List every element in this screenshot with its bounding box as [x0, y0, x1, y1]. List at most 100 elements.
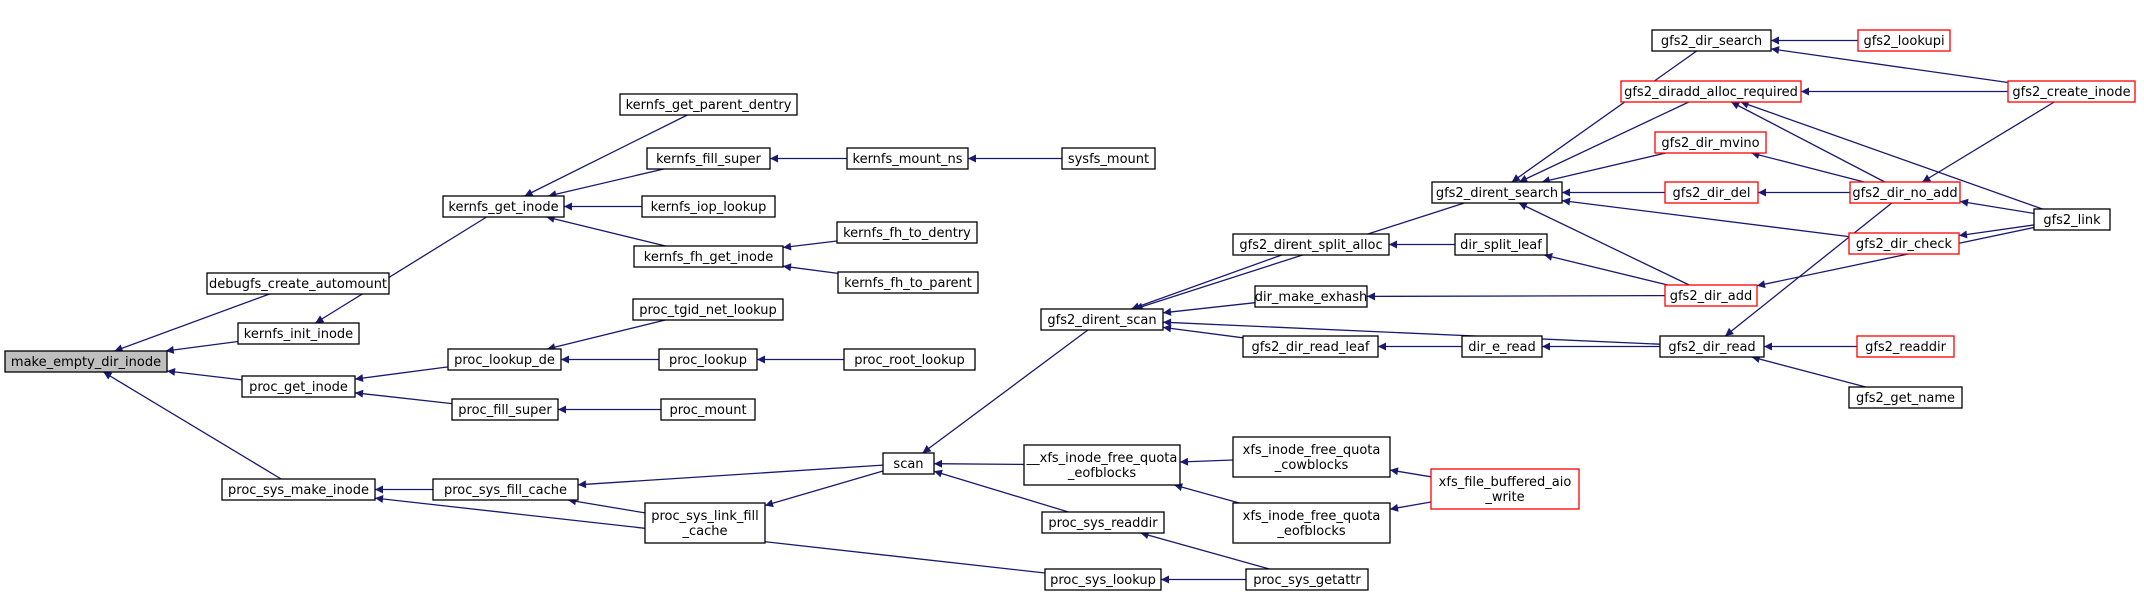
- edge-proc-sys-make-inode-to-make-empty-dir-inode: [103, 371, 282, 480]
- node-box: [2033, 208, 2111, 231]
- node-gfs2-dir-add[interactable]: gfs2_dir_add: [1664, 284, 1758, 307]
- edge-gfs2-dir-mvino-to-gfs2-dirent-search: [1541, 152, 1666, 185]
- node-xfs-inode-free-quota-cowblocks[interactable]: xfs_inode_free_quota_cowblocks: [1232, 436, 1391, 478]
- node-gfs2-dir-read-leaf[interactable]: gfs2_dir_read_leaf: [1242, 335, 1379, 358]
- node-kernfs-mount-ns[interactable]: kernfs_mount_ns: [846, 147, 969, 170]
- node-box: [1651, 29, 1772, 52]
- node-gfs2-dirent-split-alloc[interactable]: gfs2_dirent_split_alloc: [1232, 233, 1390, 256]
- node-box: [1254, 285, 1368, 308]
- node-sysfs-mount[interactable]: sysfs_mount: [1061, 147, 1156, 170]
- node-box: [1848, 232, 1960, 255]
- edge-gfs2-dir-no-add-to-gfs2-dir-read: [1724, 202, 1893, 337]
- node-dir-make-exhash[interactable]: dir_make_exhash: [1254, 285, 1368, 308]
- node-proc-sys-readdir[interactable]: proc_sys_readdir: [1041, 511, 1165, 534]
- node-dir-split-leaf[interactable]: dir_split_leaf: [1454, 233, 1548, 256]
- node-proc-sys-getattr[interactable]: proc_sys_getattr: [1245, 568, 1369, 591]
- node-gfs2-dirent-scan[interactable]: gfs2_dirent_scan: [1040, 308, 1164, 331]
- node-label: gfs2_dirent_scan: [1047, 313, 1156, 328]
- node-gfs2-get-name[interactable]: gfs2_get_name: [1848, 386, 1963, 409]
- node-make-empty-dir-inode[interactable]: make_empty_dir_inode: [4, 350, 168, 373]
- node-proc-lookup-de[interactable]: proc_lookup_de: [447, 348, 562, 371]
- node-box: [1242, 335, 1379, 358]
- edge-gfs2-create-inode-to-gfs2-dir-no-add: [1921, 101, 2055, 183]
- node-xfs-file-buffered-aio-write[interactable]: xfs_file_buffered_aio_write: [1430, 468, 1580, 510]
- node-proc-sys-fill-cache[interactable]: proc_sys_fill_cache: [432, 478, 579, 501]
- node-label: proc_sys_fill_cache: [444, 483, 567, 498]
- node-box: [843, 348, 976, 371]
- node-proc-fill-super[interactable]: proc_fill_super: [451, 398, 559, 421]
- node-label: gfs2_dir_search: [1661, 34, 1762, 49]
- node-box: [1664, 181, 1759, 204]
- edge-gfs2-dir-read-leaf-to-gfs2-dirent-scan: [1162, 324, 1244, 339]
- node-gfs2-dir-read[interactable]: gfs2_dir_read: [1659, 335, 1765, 358]
- node-label: gfs2_lookupi: [1863, 34, 1944, 49]
- node-proc-lookup[interactable]: proc_lookup: [658, 348, 758, 371]
- edge-proc-tgid-net-lookup-to-proc-lookup-de: [547, 319, 666, 351]
- node-box: [2007, 80, 2136, 103]
- node-proc-root-lookup[interactable]: proc_root_lookup: [843, 348, 976, 371]
- node-proc-tgid-net-lookup[interactable]: proc_tgid_net_lookup: [632, 298, 784, 321]
- node-kernfs-fh-to-parent[interactable]: kernfs_fh_to_parent: [837, 271, 979, 294]
- node-label: gfs2_link: [2043, 213, 2101, 228]
- node-box: [619, 93, 798, 116]
- node-label: kernfs_iop_lookup: [651, 200, 767, 215]
- node-kernfs-init-inode[interactable]: kernfs_init_inode: [237, 322, 360, 345]
- edge-proc-sys-link-fill-cache-to-proc-sys-fill-cache: [567, 497, 646, 514]
- edge-proc-fill-super-to-proc-get-inode: [354, 389, 453, 405]
- edge-kernfs-init-inode-to-make-empty-dir-inode: [165, 340, 239, 354]
- node-box: [1245, 568, 1369, 591]
- node-kernfs-fh-to-dentry[interactable]: kernfs_fh_to_dentry: [836, 221, 978, 244]
- node-gfs2-create-inode[interactable]: gfs2_create_inode: [2007, 80, 2136, 103]
- node-gfs2-dir-search[interactable]: gfs2_dir_search: [1651, 29, 1772, 52]
- node-label: gfs2_readdir: [1865, 340, 1947, 355]
- node-label: make_empty_dir_inode: [11, 355, 161, 370]
- node-gfs2-dir-del[interactable]: gfs2_dir_del: [1664, 181, 1759, 204]
- node-kernfs-fh-get-inode[interactable]: kernfs_fh_get_inode: [633, 245, 784, 268]
- node-dir-e-read[interactable]: dir_e_read: [1461, 335, 1543, 358]
- node-box: [451, 398, 559, 421]
- node-kernfs-iop-lookup[interactable]: kernfs_iop_lookup: [641, 195, 776, 218]
- node-box: [1431, 181, 1563, 204]
- node-kernfs-get-parent-dentry[interactable]: kernfs_get_parent_dentry: [619, 93, 798, 116]
- edge-kernfs-get-inode-to-kernfs-init-inode: [315, 216, 487, 324]
- node-scan[interactable]: scan: [882, 452, 935, 475]
- node-gfs2-diradd-alloc-required[interactable]: gfs2_diradd_alloc_required: [1620, 80, 1802, 103]
- node-label: proc_sys_link_fill: [651, 509, 759, 524]
- node-gfs2-dir-check[interactable]: gfs2_dir_check: [1848, 232, 1960, 255]
- node-xfs-inode-free-quota-eofblocks-1[interactable]: __xfs_inode_free_quota_eofblocks: [1023, 444, 1181, 486]
- node-gfs2-dirent-search[interactable]: gfs2_dirent_search: [1431, 181, 1563, 204]
- node-box: [1848, 386, 1963, 409]
- node-proc-sys-make-inode[interactable]: proc_sys_make_inode: [221, 478, 376, 501]
- node-gfs2-link[interactable]: gfs2_link: [2033, 208, 2111, 231]
- node-box: [1856, 335, 1955, 358]
- edge-gfs2-dir-search-to-gfs2-dirent-search: [1511, 50, 1698, 183]
- node-gfs2-readdir[interactable]: gfs2_readdir: [1856, 335, 1955, 358]
- node-label: gfs2_create_inode: [2012, 85, 2130, 100]
- node-box: [846, 147, 969, 170]
- node-label: __xfs_inode_free_quota: [1026, 451, 1178, 466]
- node-kernfs-fill-super[interactable]: kernfs_fill_super: [646, 147, 771, 170]
- node-proc-sys-link-fill-cache[interactable]: proc_sys_link_fill_cache: [644, 502, 766, 544]
- node-box: [1232, 436, 1391, 478]
- node-label: gfs2_dir_mvino: [1661, 136, 1759, 151]
- node-box: [882, 452, 935, 475]
- edge-gfs2-dir-add-to-dir-make-exhash: [1366, 292, 1666, 301]
- node-gfs2-lookupi[interactable]: gfs2_lookupi: [1857, 29, 1951, 52]
- node-xfs-inode-free-quota-eofblocks-2[interactable]: xfs_inode_free_quota_eofblocks: [1232, 502, 1391, 544]
- edge-gfs2-dir-read-to-gfs2-dirent-scan: [1162, 318, 1661, 345]
- node-debugfs-create-automount[interactable]: debugfs_create_automount: [206, 272, 390, 295]
- node-gfs2-dir-mvino[interactable]: gfs2_dir_mvino: [1654, 131, 1767, 154]
- node-box: [1040, 308, 1164, 331]
- node-proc-mount[interactable]: proc_mount: [660, 398, 756, 421]
- node-label: gfs2_dirent_search: [1436, 186, 1558, 201]
- node-box: [1232, 502, 1391, 544]
- node-label: gfs2_get_name: [1856, 391, 1955, 406]
- function-nodes: make_empty_dir_inode debugfs_create_autom…: [4, 29, 2136, 591]
- node-kernfs-get-inode[interactable]: kernfs_get_inode: [442, 195, 565, 218]
- node-proc-sys-lookup[interactable]: proc_sys_lookup: [1044, 568, 1162, 591]
- edge-dir-make-exhash-to-gfs2-dirent-scan: [1162, 302, 1256, 316]
- node-proc-get-inode[interactable]: proc_get_inode: [241, 375, 356, 398]
- node-box: [660, 398, 756, 421]
- node-gfs2-dir-no-add[interactable]: gfs2_dir_no_add: [1849, 181, 1961, 204]
- node-label: xfs_file_buffered_aio: [1439, 475, 1572, 490]
